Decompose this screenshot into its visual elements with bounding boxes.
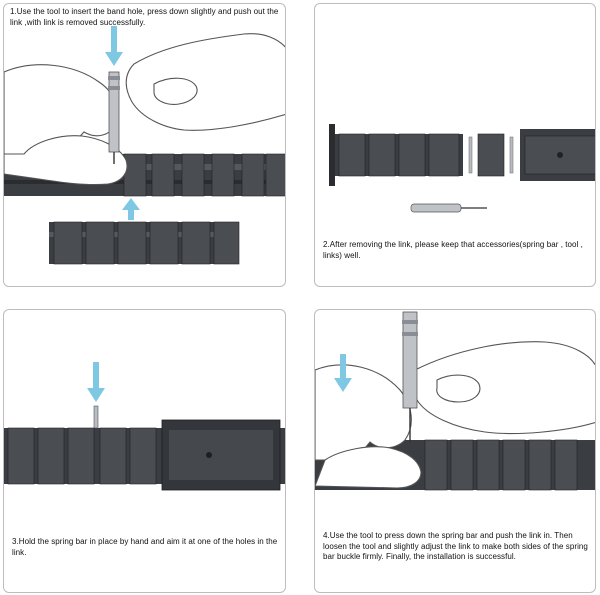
watch-band-bottom bbox=[49, 221, 240, 265]
step-2-illustration bbox=[329, 124, 595, 213]
removed-link bbox=[477, 133, 505, 177]
step-1-illustration bbox=[4, 26, 285, 265]
up-arrow-icon bbox=[122, 198, 140, 220]
step-1-caption: 1.Use the tool to insert the band hole, … bbox=[10, 7, 279, 27]
step-3-caption: 3.Hold the spring bar in place by hand a… bbox=[12, 537, 278, 557]
watch-band bbox=[4, 419, 285, 491]
hands-outline bbox=[4, 33, 285, 186]
removal-tool bbox=[108, 71, 120, 164]
spring-bar-icon bbox=[468, 136, 514, 174]
spring-bar-icon bbox=[93, 405, 99, 429]
watch-band-right bbox=[520, 129, 595, 181]
step-4-panel: 4.Use the tool to press down the spring … bbox=[314, 309, 596, 593]
down-arrow-icon bbox=[105, 26, 123, 66]
step-4-caption: 4.Use the tool to press down the spring … bbox=[323, 531, 588, 561]
step-3-illustration bbox=[4, 362, 285, 491]
step-4-illustration bbox=[315, 311, 595, 491]
step-2-panel: 2.After removing the link, please keep t… bbox=[314, 3, 596, 287]
watch-band-left bbox=[329, 124, 463, 186]
step-1-panel: 1.Use the tool to insert the band hole, … bbox=[3, 3, 286, 287]
down-arrow-icon bbox=[87, 362, 105, 402]
step-3-panel: 3.Hold the spring bar in place by hand a… bbox=[3, 309, 286, 593]
removal-tool bbox=[402, 311, 418, 442]
down-arrow-icon bbox=[334, 354, 352, 392]
tool-icon bbox=[410, 203, 487, 213]
step-2-caption: 2.After removing the link, please keep t… bbox=[323, 240, 583, 260]
